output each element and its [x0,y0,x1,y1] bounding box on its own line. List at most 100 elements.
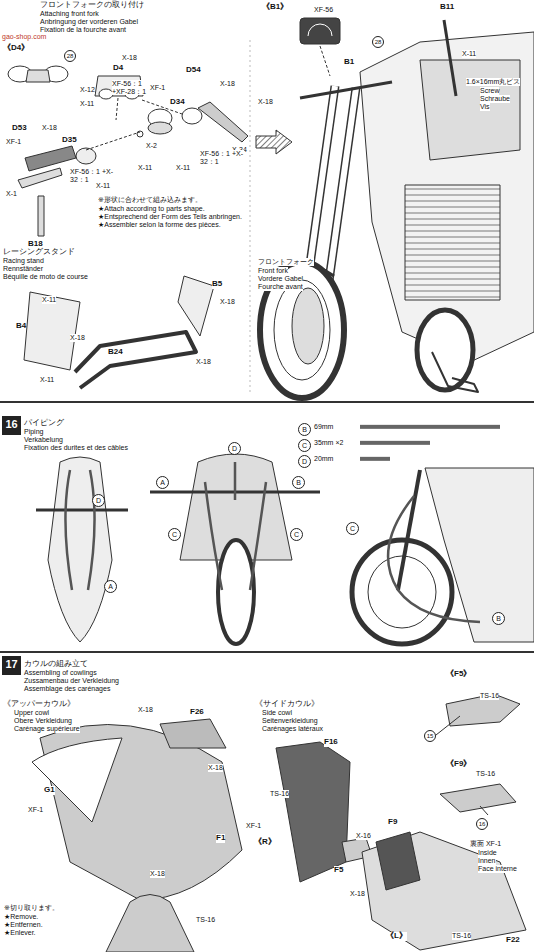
label: Schraube [480,95,510,103]
part-name: F16 [324,738,338,747]
label: Carénage supérieure [14,725,80,733]
legend-line [360,441,430,445]
label: Obere Verkleidung [14,717,72,725]
watermark: gao-shop.com [2,33,46,41]
label: X-16 [356,832,371,840]
callout-number: D [92,494,105,507]
callout-number: 16 [476,818,488,830]
label: Assembling of cowlings [24,669,97,677]
part-name: 《F9》 [446,760,471,769]
label: X-11 [80,100,94,108]
callout-number: A [156,476,169,489]
callout-number: C [168,528,181,541]
label: ★Entsprechend der Form des Teils anbring… [98,213,242,221]
label: X-18 [122,54,137,62]
step-number: 17 [2,656,21,675]
callout-number: 28 [372,36,384,48]
label: X-2 [146,142,157,150]
label: X-18 [42,124,57,132]
callout-number: 15 [424,730,436,742]
label: Piping [24,428,43,436]
label: Fixation des durites et des câbles [24,444,128,452]
step-number: 16 [2,416,21,435]
part-name: 《F5》 [446,670,471,679]
label: XF-56：1 +X-32：1 [200,150,244,165]
part-name: B5 [212,280,222,289]
callout-number: B [292,476,305,489]
label: XF-1 [246,822,261,830]
label: Upper cowl [14,709,49,717]
part-name: D53 [12,124,27,133]
callout-number: D [228,442,241,455]
label: Verkabelung [24,436,63,444]
label: Front fork [258,267,288,275]
label: Béquille de moto de course [3,273,88,281]
label: 裏面 XF-1 [470,840,501,848]
label: X-18 [258,98,273,106]
label: X-18 [220,298,235,306]
label: ※切り取ります。 [4,904,59,912]
label: X-18 [138,706,153,714]
part-name: F22 [506,936,520,945]
callout-number: A [104,580,117,593]
legend-text: 69mm [314,423,333,431]
label: Zussamenbau der Verkleidung [24,677,119,685]
label: Racing stand [3,257,44,265]
label: 《アッパーカウル》 [3,700,75,709]
label: X-18 [150,870,165,878]
label: XF-56 [314,6,333,14]
part-name: D35 [62,136,77,145]
label: Face interne [478,865,517,873]
label: X-18 [220,80,235,88]
label: XF-1 [150,84,165,92]
step-number-text: 17 [2,656,21,672]
label: X-11 [42,296,56,304]
label: ※形状に合わせて組み込みます。 [98,196,202,204]
label: フロントフォーク [258,258,314,266]
label: XF-1 [6,138,21,146]
part-name: B1 [344,58,354,67]
label: X-1 [6,190,17,198]
part-name: 《D4》 [3,44,29,53]
part-name: 《R》 [254,838,276,847]
callout-number: C [290,528,303,541]
label: TS-16 [452,932,471,940]
label: Seitenverkleidung [262,717,318,725]
label: Side cowl [262,709,292,717]
part-name: D4 [113,64,123,73]
label: Carénages latéraux [262,725,323,733]
label: ★Enlever. [4,929,36,937]
label: ★Assembler selon la forme des pièces. [98,221,221,229]
callout-number: B [298,423,311,436]
label: Anbringung der vorderen Gabel [40,18,138,26]
label: XF-1 [28,806,43,814]
label: Vordere Gabel [258,275,303,283]
label: 《サイドカウル》 [255,700,319,709]
label: ★Remove. [4,913,38,921]
label: パイピング [24,419,64,428]
label: カウルの組み立て [24,660,88,669]
label: Attaching front fork [40,10,99,18]
part-name: 《L》 [386,932,407,941]
callout-number: C [298,439,311,452]
label: Assemblage des carénages [24,685,110,693]
label: X-11 [176,164,190,172]
part-name: 《B1》 [262,3,288,12]
label: XF-56：1 +X-32：1 [70,168,114,183]
label: X-11 [462,50,476,58]
label: X-12 [80,86,95,94]
part-name: B24 [108,348,123,357]
legend-text: 20mm [314,455,333,463]
label: X-18 [208,764,223,772]
label: 1.6×16mm丸ビス [466,78,520,86]
callout-number: 28 [64,50,76,62]
legend-line [360,457,390,461]
label: X-11 [138,164,152,172]
part-name: F1 [216,834,225,843]
label: X-18 [350,890,365,898]
callout-number: C [346,522,359,535]
label: X-18 [196,358,211,366]
label: TS-16 [480,692,499,700]
callout-number: D [298,455,311,468]
